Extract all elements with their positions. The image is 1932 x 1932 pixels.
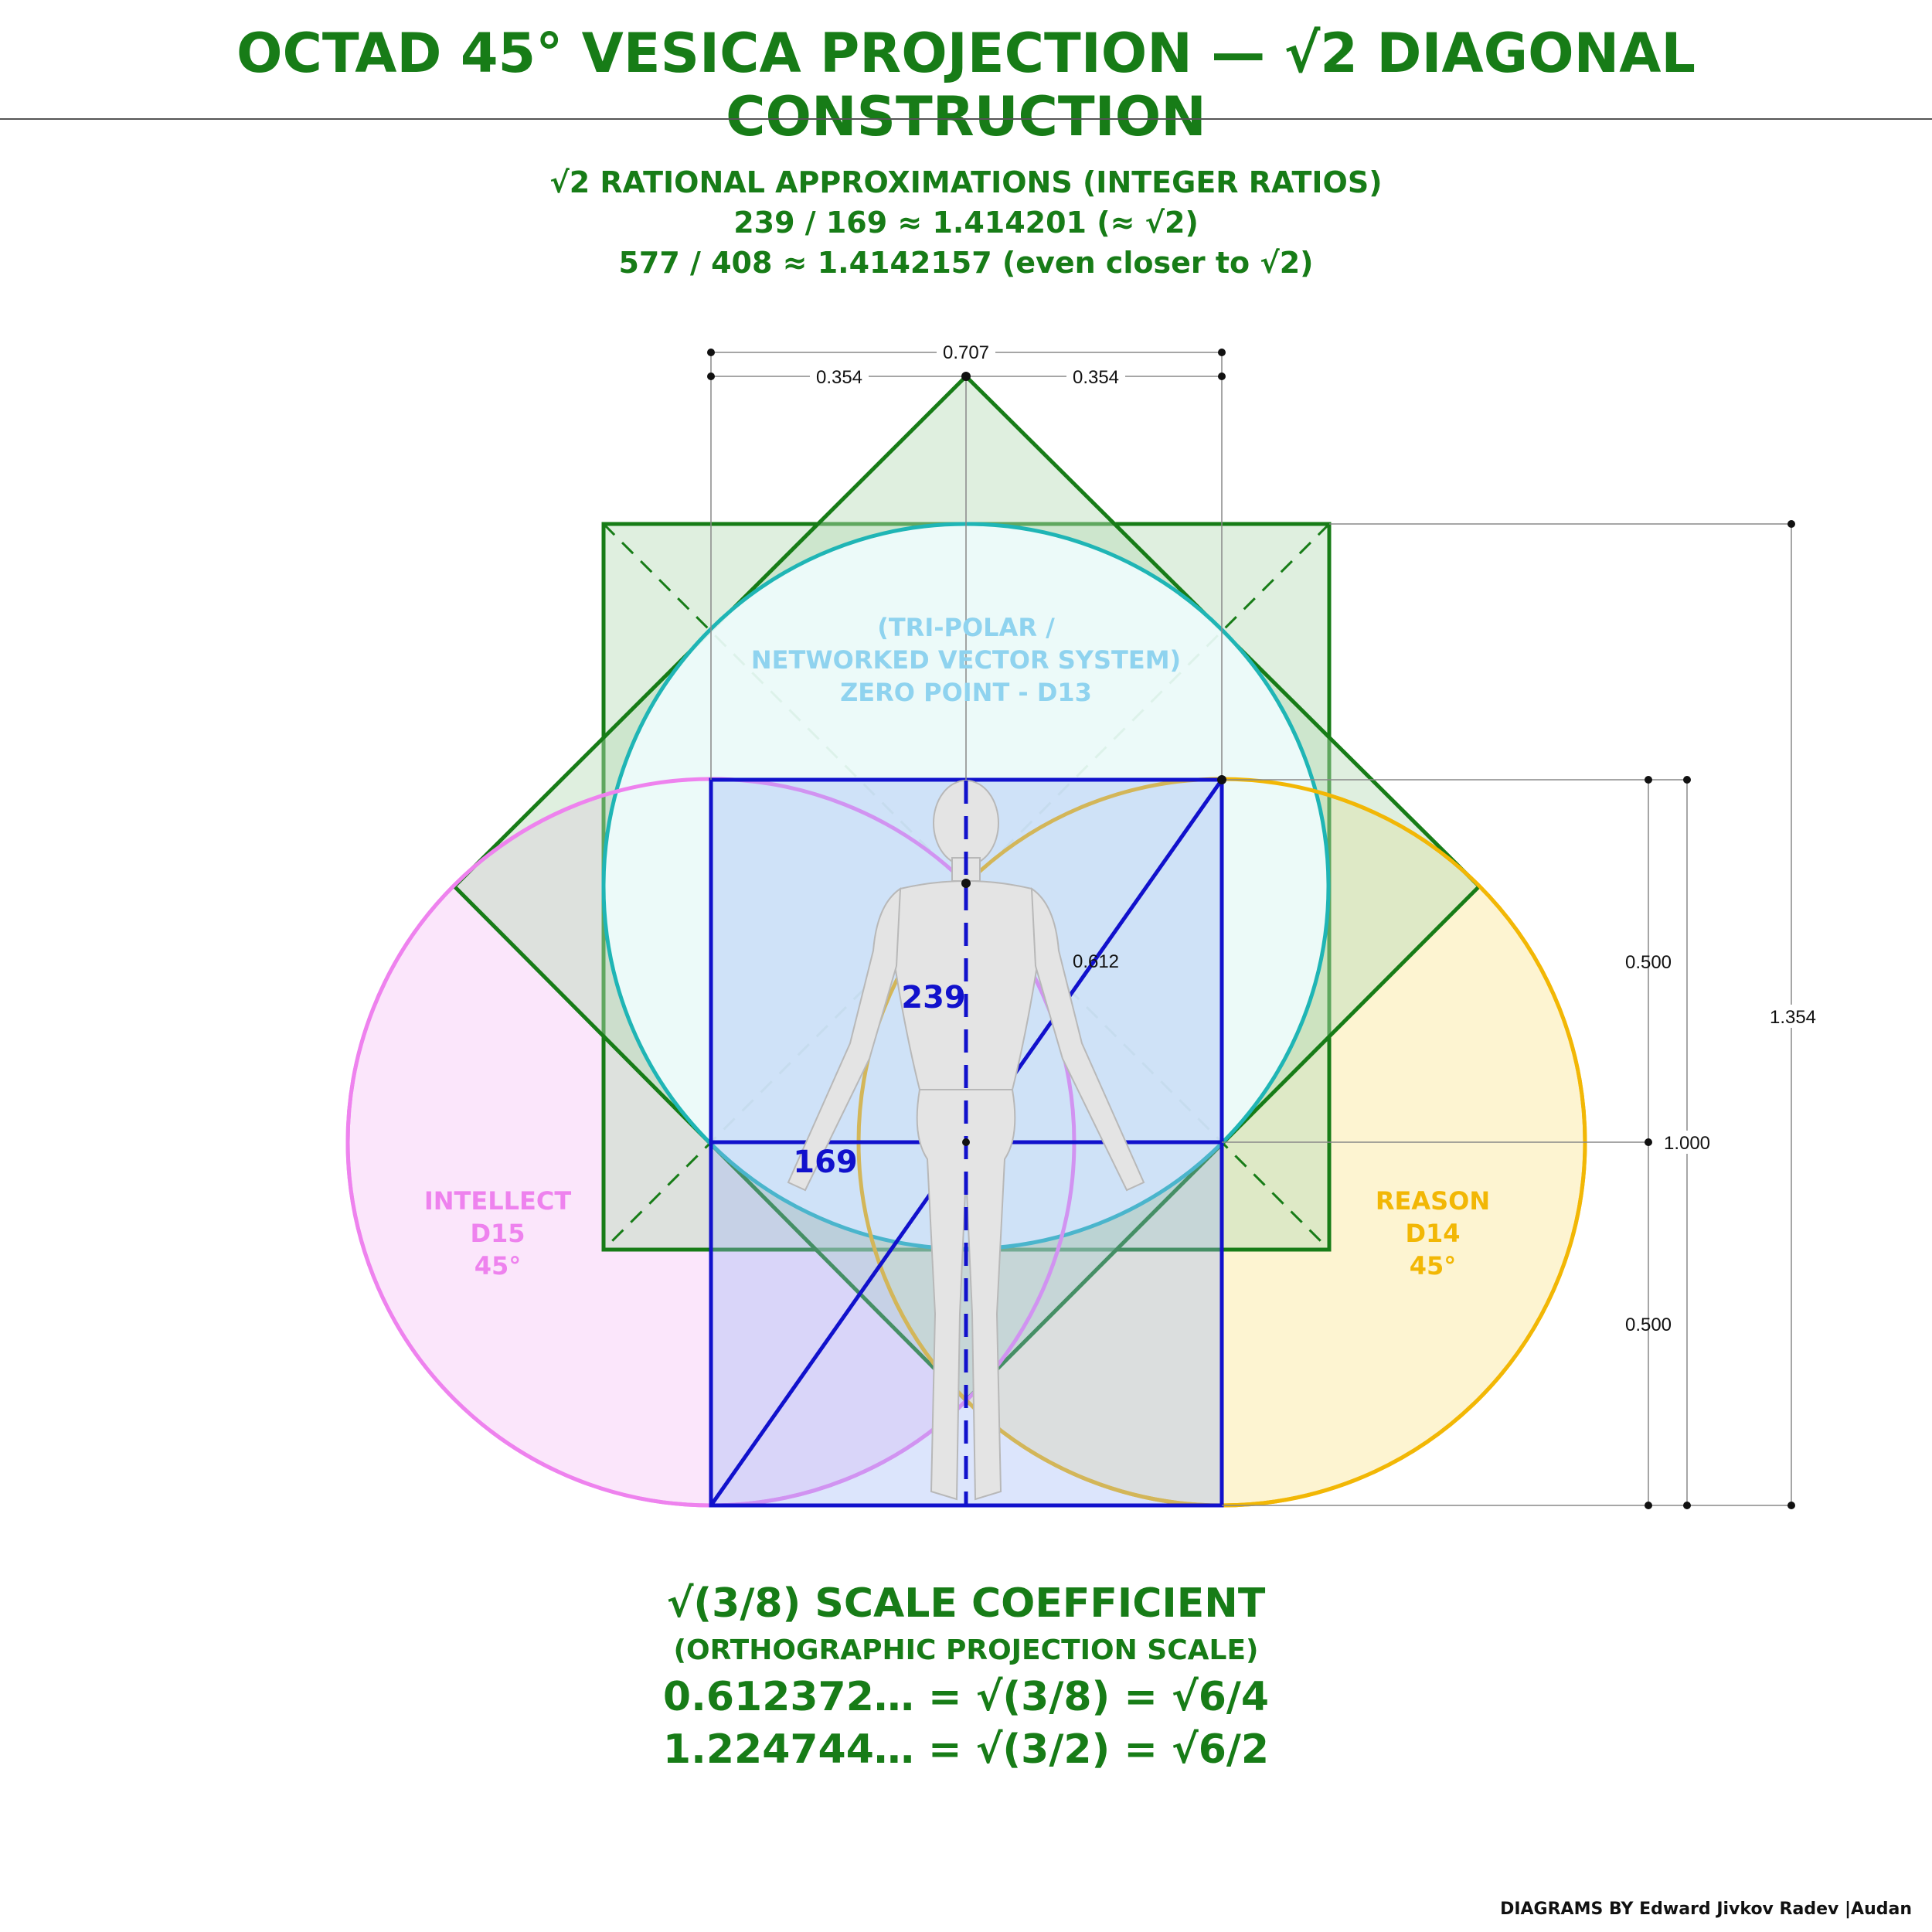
dim-label-top-left: 0.354 [816,367,862,388]
zero-point-label: (TRI-POLAR / NETWORKED VECTOR SYSTEM) ZE… [751,613,1181,707]
zero-point-line3: ZERO POINT - D13 [840,678,1092,707]
title-divider [0,118,1932,120]
coefficient-equation-1: 0.612372… = √(3/8) = √6/4 [662,1674,1270,1720]
human-figure [787,780,1145,1501]
dim-label-top-right: 0.354 [1073,367,1119,388]
dim-label-right-lower: 0.500 [1625,1315,1672,1335]
zero-point-line2: NETWORKED VECTOR SYSTEM) [751,645,1181,675]
dim-label-right-upper: 0.500 [1625,952,1672,973]
dim-label-diagonal: 0.612 [1073,951,1119,972]
coefficient-subheading: (ORTHOGRAPHIC PROJECTION SCALE) [673,1634,1259,1666]
reason-label: REASON D14 45° [1376,1186,1490,1281]
label-169: 169 [793,1145,858,1180]
intellect-line2: D15 [470,1219,525,1248]
dim-label-top-total: 0.707 [943,342,989,363]
coefficient-heading: √(3/8) SCALE COEFFICIENT [666,1580,1266,1627]
label-239: 239 [901,980,966,1015]
reason-line2: D14 [1405,1219,1460,1248]
reason-line1: REASON [1376,1186,1490,1216]
intellect-line3: 45° [474,1251,522,1281]
approximation-577-408: 577 / 408 ≈ 1.4142157 (even closer to √2… [618,246,1314,280]
intellect-line1: INTELLECT [424,1186,572,1216]
credit-line: DIAGRAMS BY Edward Jivkov Radev |Audan [1500,1900,1912,1919]
scale-coefficient-block: √(3/8) SCALE COEFFICIENT (ORTHOGRAPHIC P… [0,1577,1932,1776]
intellect-label: INTELLECT D15 45° [424,1186,572,1281]
approximation-239-169: 239 / 169 ≈ 1.414201 (≈ √2) [733,206,1199,240]
reason-line3: 45° [1410,1251,1457,1281]
dim-label-far-right: 1.354 [1770,1007,1816,1028]
dim-label-right-total: 1.000 [1664,1133,1710,1154]
coefficient-equation-2: 1.224744… = √(3/2) = √6/2 [662,1726,1270,1773]
page-title: OCTAD 45° VESICA PROJECTION — √2 DIAGONA… [236,22,1696,148]
approximations-heading: √2 RATIONAL APPROXIMATIONS (INTEGER RATI… [549,165,1383,199]
approximations-block: √2 RATIONAL APPROXIMATIONS (INTEGER RATI… [0,162,1932,283]
dimension-dots [707,349,1795,1509]
zero-point-line1: (TRI-POLAR / [877,613,1055,642]
